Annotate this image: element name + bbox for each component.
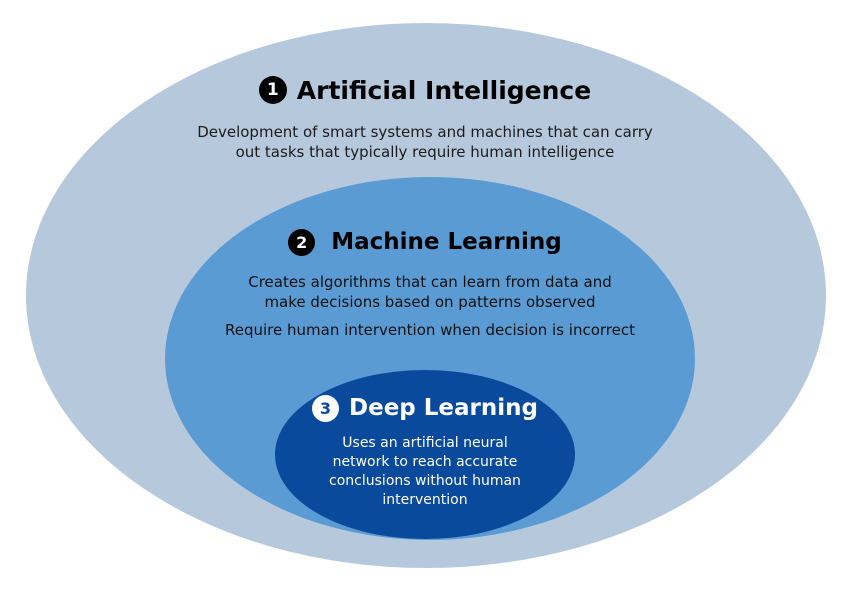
ml-description: Creates algorithms that can learn from d… [200,272,660,312]
dl-description: Uses an artificial neural network to rea… [310,434,540,510]
ml-number-badge: 2 [288,228,316,256]
ai-description-line: out tasks that typically require human i… [235,143,615,161]
ml-heading: 2 Machine Learning [250,224,600,260]
ml-title: Machine Learning [331,229,562,255]
dl-description-line: Uses an artificial neural [342,435,508,451]
ml-description-line: Creates algorithms that can learn from d… [248,273,612,291]
ai-description: Development of smart systems and machine… [150,122,700,162]
dl-description-line: intervention [382,492,468,508]
dl-description-line: conclusions without human [329,473,521,489]
ml-note: Require human intervention when decision… [225,321,635,339]
ai-number-badge: 1 [258,76,287,104]
ml-description-line: make decisions based on patterns observe… [264,293,596,311]
ai-title: Artificial Intelligence [296,75,592,105]
ai-heading: 1 Artificial Intelligence [225,71,625,109]
dl-description-line: network to reach accurate [332,454,518,470]
ai-description-line: Development of smart systems and machine… [197,123,653,141]
dl-number-badge: 3 [312,394,339,422]
dl-heading: 3 Deep Learning [300,390,550,426]
dl-title: Deep Learning [349,395,538,421]
